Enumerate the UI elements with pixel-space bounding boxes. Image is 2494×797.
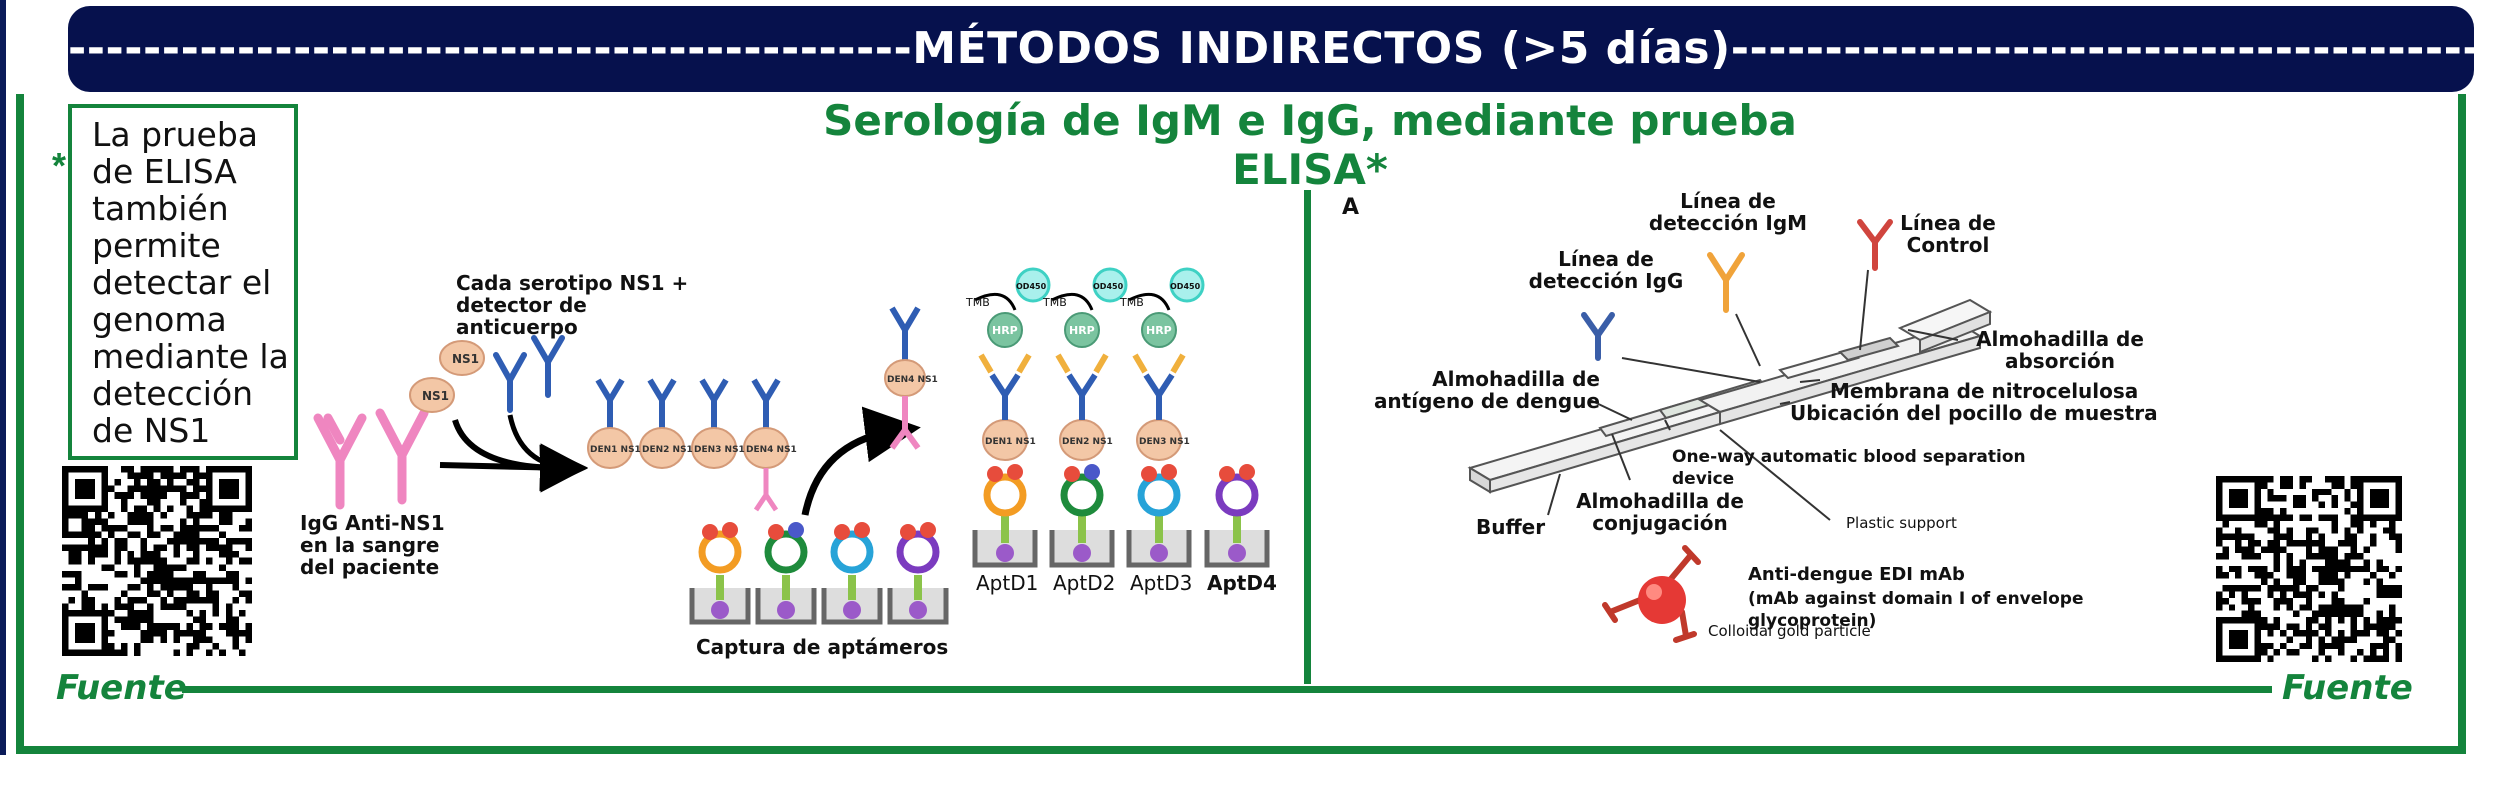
section-header: ----------------------------------------… [68, 6, 2474, 92]
label-igg-line: Línea de detección IgG [1528, 247, 1684, 293]
note-asterisk: * [52, 145, 67, 186]
source-rule [182, 686, 2272, 693]
label-oneway-device: One-way automatic blood separation devic… [1672, 447, 2026, 489]
igg-patient-label: IgG Anti-NS1 en la sangre del paciente [300, 511, 445, 579]
content-frame [16, 94, 2466, 754]
subtitle: Serología de IgM e IgG, mediante prueba … [823, 96, 1797, 194]
serotype-label: Cada serotipo NS1 + detector de anticuer… [456, 271, 689, 339]
left-accent-bar [0, 0, 6, 755]
label-plastic-support: Plastic support [1846, 514, 1957, 532]
note-box: La prueba de ELISA también permite detec… [68, 104, 298, 460]
label-mab-desc: (mAb against domain I of envelope glycop… [1748, 589, 2084, 631]
note-text: La prueba de ELISA también permite detec… [92, 115, 289, 450]
label-absorption-pad: Almohadilla de absorción [1976, 327, 2144, 373]
header-title: ----------------------------------------… [68, 23, 2474, 74]
qr-code-right[interactable] [2216, 476, 2402, 662]
label-igm-line: Línea de detección IgM [1648, 189, 1808, 235]
label-antigen-pad: Almohadilla de antígeno de dengue [1373, 367, 1600, 413]
label-buffer: Buffer [1476, 515, 1546, 539]
label-sample-well: Ubicación del pocillo de muestra [1790, 401, 2158, 425]
source-link-left[interactable]: Fuente [56, 668, 187, 708]
capture-label: Captura de aptámeros [696, 635, 949, 659]
label-nitrocellulose: Membrana de nitrocelulosa [1830, 379, 2139, 403]
label-control-line: Línea de Control [1900, 211, 1996, 257]
label-mab: Anti-dengue EDI mAb [1748, 564, 1965, 585]
panel-divider [1304, 190, 1311, 684]
label-conjugation-pad: Almohadilla de conjugación [1576, 489, 1744, 535]
source-link-right[interactable]: Fuente [2282, 668, 2413, 708]
qr-code-left[interactable] [62, 466, 252, 656]
label-gold-particle: Colloidal gold particle [1708, 622, 1871, 640]
